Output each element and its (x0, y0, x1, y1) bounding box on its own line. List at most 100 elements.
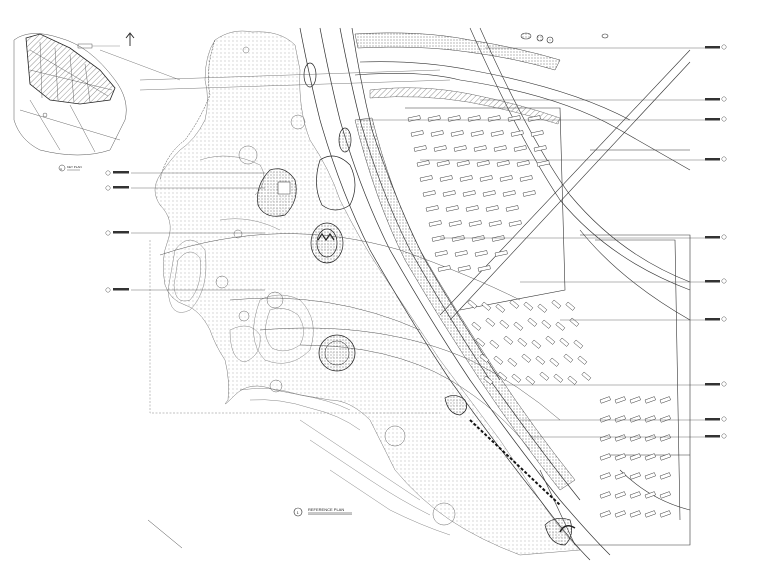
upper-dotted-strip (354, 32, 561, 71)
building (629, 472, 641, 480)
building (599, 396, 611, 404)
building (451, 235, 465, 242)
callout-label (113, 288, 129, 291)
callout-label (705, 98, 720, 101)
building (505, 205, 519, 212)
callout-bubble (721, 381, 727, 387)
building (502, 190, 516, 197)
building (485, 317, 496, 327)
building (535, 355, 546, 365)
top-leader-lines (99, 49, 451, 91)
building (491, 235, 505, 242)
building (459, 175, 473, 182)
north-arrow-icon (125, 32, 135, 46)
building (523, 301, 534, 311)
building (521, 353, 532, 363)
building (629, 415, 641, 423)
building (614, 396, 626, 404)
callout-label (705, 418, 720, 421)
callout-label (705, 118, 720, 121)
building (508, 220, 522, 227)
building (510, 130, 524, 137)
building (448, 220, 462, 227)
building (450, 130, 464, 137)
building (497, 371, 508, 381)
callout-label (705, 280, 720, 283)
building (555, 321, 566, 331)
building (659, 434, 671, 442)
building (496, 160, 510, 167)
building (644, 453, 656, 461)
building (614, 491, 626, 499)
building (488, 220, 502, 227)
tree-symbols (215, 46, 456, 526)
building (644, 510, 656, 518)
building (563, 353, 574, 363)
building (479, 175, 493, 182)
building (475, 337, 486, 347)
building (471, 321, 482, 331)
callout-tags (105, 44, 727, 439)
building (456, 160, 470, 167)
building (599, 434, 611, 442)
building (483, 375, 494, 385)
building (614, 510, 626, 518)
building (428, 220, 442, 227)
building (431, 235, 445, 242)
building (659, 491, 671, 499)
building (614, 453, 626, 461)
key-plan: A KEY PLAN (13, 33, 127, 172)
building (644, 472, 656, 480)
building (541, 319, 552, 329)
building (517, 337, 528, 347)
building (559, 337, 570, 347)
building (507, 357, 518, 367)
callout-bubble (105, 287, 111, 293)
building (629, 453, 641, 461)
building-blocks (407, 115, 671, 518)
building (599, 453, 611, 461)
building (614, 415, 626, 423)
building (422, 190, 436, 197)
building (513, 321, 524, 331)
building (494, 250, 508, 257)
building (499, 175, 513, 182)
contour-lines (167, 155, 451, 536)
building (522, 190, 536, 197)
callout-label (705, 383, 720, 386)
callout-bubble (721, 316, 727, 322)
central-features (257, 62, 576, 546)
building (436, 160, 450, 167)
building (545, 335, 556, 345)
building (599, 415, 611, 423)
callout-bubble (105, 230, 111, 236)
building (565, 301, 576, 311)
reference-plan-label: REFERENCE PLAN (308, 507, 344, 512)
building (439, 175, 453, 182)
callout-bubble (105, 185, 111, 191)
building (509, 299, 520, 309)
building (530, 130, 544, 137)
building (553, 373, 564, 383)
building (468, 220, 482, 227)
building (567, 375, 578, 385)
building (482, 190, 496, 197)
building (527, 317, 538, 327)
building (474, 250, 488, 257)
building (489, 339, 500, 349)
building (511, 373, 522, 383)
building (599, 491, 611, 499)
callout-bubble (721, 234, 727, 240)
building (407, 115, 421, 122)
key-plan-tag: A (60, 167, 62, 171)
callout-leaders (131, 47, 705, 438)
building (629, 396, 641, 404)
building (659, 472, 671, 480)
building (525, 375, 536, 385)
building (644, 415, 656, 423)
building (536, 160, 550, 167)
rail-strip (469, 419, 561, 506)
key-plan-label: KEY PLAN (67, 165, 82, 169)
callout-bubble (721, 433, 727, 439)
reference-frame (149, 240, 440, 414)
